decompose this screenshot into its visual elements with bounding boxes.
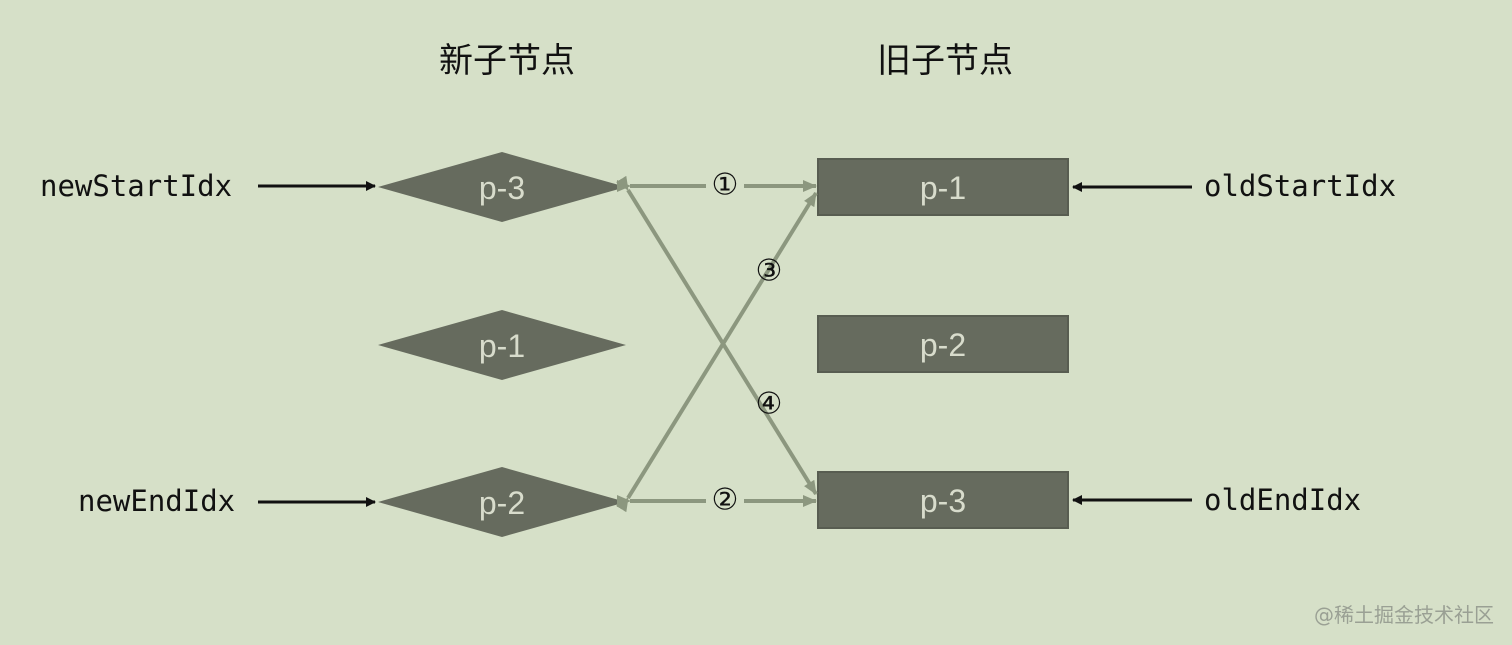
step-1-badge: ①: [706, 166, 744, 204]
watermark-text: @稀土掘金技术社区: [1314, 603, 1494, 627]
new-node-label: p-2: [479, 485, 525, 521]
new-node-p3: p-3: [378, 152, 626, 222]
step-3-label: ③: [756, 254, 783, 289]
new-start-idx-label: newStartIdx: [40, 169, 232, 203]
old-node-label: p-1: [920, 170, 966, 206]
step-4-label: ④: [756, 387, 783, 422]
new-end-idx-label: newEndIdx: [78, 484, 235, 518]
old-node-p1: p-1: [817, 158, 1069, 216]
step-1-label: ①: [712, 168, 739, 203]
step-2-label: ②: [712, 483, 739, 518]
step-2-badge: ②: [706, 482, 744, 520]
new-node-p1: p-1: [378, 310, 626, 380]
new-node-label: p-1: [479, 328, 525, 364]
old-node-p2: p-2: [817, 315, 1069, 373]
new-children-header: 新子节点: [439, 41, 575, 81]
new-node-label: p-3: [479, 170, 525, 206]
compare-arrow-4: [616, 175, 818, 496]
old-children-header: 旧子节点: [877, 41, 1013, 81]
old-end-idx-label: oldEndIdx: [1204, 483, 1361, 517]
old-node-p3: p-3: [817, 471, 1069, 529]
old-start-idx-label: oldStartIdx: [1204, 169, 1396, 203]
new-node-p2: p-2: [378, 467, 626, 537]
old-node-label: p-3: [920, 483, 966, 519]
step-3-badge: ③: [756, 254, 783, 289]
step-4-badge: ④: [756, 387, 783, 422]
old-node-label: p-2: [920, 327, 966, 363]
